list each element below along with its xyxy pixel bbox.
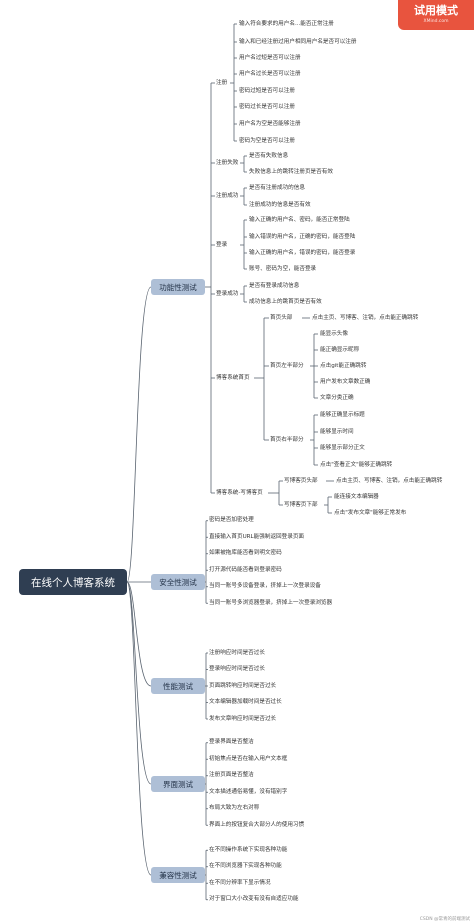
connector xyxy=(126,581,152,687)
category-1-item-2[interactable]: 如果被拖库能否看到明文密码 xyxy=(209,550,282,557)
category-1-item-0[interactable]: 密码是否加密处理 xyxy=(209,517,254,524)
homepage-sub-1[interactable]: 首页左半部分 xyxy=(270,362,304,369)
category-4[interactable]: 兼容性测试 xyxy=(151,867,205,883)
func-group-6[interactable]: 博客系统-写博客页 xyxy=(216,489,263,496)
homepage-sub-2-item-1[interactable]: 能够显示时间 xyxy=(320,428,354,435)
category-3-item-0[interactable]: 登录界面是否整洁 xyxy=(209,739,254,746)
category-3-item-3[interactable]: 文本描述通俗易懂，没有错别字 xyxy=(209,788,288,795)
func-group-1[interactable]: 注册失败 xyxy=(216,159,239,166)
category-1[interactable]: 安全性测试 xyxy=(151,574,205,590)
homepage-sub-2-item-3[interactable]: 点击"查看正文"能够正确跳转 xyxy=(320,461,393,468)
category-3-item-1[interactable]: 初始焦点是否在输入用户文本框 xyxy=(209,755,288,762)
connector xyxy=(126,286,152,583)
trial-badge-sub: XMind.com xyxy=(423,19,449,24)
func-group-3-item-3[interactable]: 账号、密码为空，能否登录 xyxy=(249,265,317,272)
category-2-item-3[interactable]: 文本编辑器加载时间是否过长 xyxy=(209,699,282,705)
func-group-0-item-3[interactable]: 用户名过长是否可以注册 xyxy=(239,70,301,77)
func-group-0[interactable]: 注册 xyxy=(216,79,228,86)
func-group-0-item-6[interactable]: 用户名为空是否能够注册 xyxy=(239,120,301,127)
connector xyxy=(126,581,152,876)
func-group-0-item-4[interactable]: 密码过短是否可以注册 xyxy=(239,87,295,94)
func-group-4-item-0[interactable]: 是否有登录成功信息 xyxy=(249,282,300,289)
writeblog-sub-0[interactable]: 写博客页头部 xyxy=(284,477,318,484)
category-1-item-4[interactable]: 当同一账号多设备登录，挤掉上一次登录设备 xyxy=(209,583,321,590)
category-4-item-2[interactable]: 在不同分辨率下显示情况 xyxy=(209,879,271,886)
func-group-0-item-1[interactable]: 输入和已经注册过用户相同用户名是否可以注册 xyxy=(239,38,357,45)
homepage-sub-2-item-2[interactable]: 能够显示部分正文 xyxy=(320,444,365,451)
homepage-sub-1-item-2[interactable]: 点击git能正确跳转 xyxy=(320,362,367,369)
category-1-item-3[interactable]: 打开源代码能否看到登录密码 xyxy=(209,566,282,573)
writeblog-sub-0-item-0[interactable]: 点击主页、写博客、注销，点击能正确跳转 xyxy=(336,477,443,484)
category-2-item-4[interactable]: 发布文章响应时间是否过长 xyxy=(209,715,277,722)
watermark-footer: CSDN @常青的前端测试 xyxy=(419,917,470,922)
trial-badge-title: 试用模式 xyxy=(414,4,458,17)
category-2-item-0[interactable]: 注册响应时间是否过长 xyxy=(209,649,265,656)
func-group-4[interactable]: 登录成功 xyxy=(216,290,239,297)
writeblog-sub-1-item-1[interactable]: 点击"发布文章"能够正常发布 xyxy=(334,509,407,516)
category-4-item-0[interactable]: 在不同操作系统下实现各种功能 xyxy=(209,846,288,853)
category-2-item-1[interactable]: 登录响应时间是否过长 xyxy=(209,666,265,672)
homepage-sub-2-item-0[interactable]: 能够正确显示标题 xyxy=(320,411,365,418)
writeblog-sub-1-item-0[interactable]: 能连接文本编辑器 xyxy=(334,493,379,500)
root-topic[interactable]: 在线个人博客系统 xyxy=(19,569,127,595)
category-0[interactable]: 功能性测试 xyxy=(151,279,205,295)
category-3-item-2[interactable]: 注册页面是否整洁 xyxy=(209,772,254,779)
func-group-3[interactable]: 登录 xyxy=(216,241,228,248)
func-group-0-item-7[interactable]: 密码为空是否可以注册 xyxy=(239,137,295,144)
homepage-sub-1-item-1[interactable]: 能正确显示昵称 xyxy=(320,346,360,353)
homepage-sub-2[interactable]: 首页右半部分 xyxy=(270,436,304,443)
category-4-item-3[interactable]: 对于窗口大小改变有没有自适应功能 xyxy=(209,896,299,903)
category-1-item-1[interactable]: 直接输入首页URL能强制返回登录页面 xyxy=(209,533,305,540)
func-group-0-item-2[interactable]: 用户名过短是否可以注册 xyxy=(239,54,301,61)
trial-mode-badge[interactable]: 试用模式 XMind.com xyxy=(398,0,474,30)
homepage-sub-0-item-0[interactable]: 点击主页、写博客、注销，点击能正确跳转 xyxy=(312,314,419,321)
homepage-sub-1-item-4[interactable]: 文章分类正确 xyxy=(320,394,354,401)
writeblog-sub-1[interactable]: 写博客页下部 xyxy=(284,501,318,508)
func-group-2-item-1[interactable]: 注册成功的信息是否有效 xyxy=(249,201,311,208)
connector xyxy=(126,581,152,785)
func-group-1-item-1[interactable]: 失败信息上的跳转注册页是否有效 xyxy=(249,168,333,175)
category-3-item-5[interactable]: 界面上的按钮复合大部分人的使用习惯 xyxy=(209,821,305,828)
homepage-sub-1-item-3[interactable]: 用户发布文章数正确 xyxy=(320,378,371,385)
func-group-0-item-0[interactable]: 输入符合要求的用户名...能否正常注册 xyxy=(239,20,334,27)
category-3-item-4[interactable]: 布局大致为左右对称 xyxy=(209,805,260,812)
homepage-sub-0[interactable]: 首页头部 xyxy=(270,314,293,321)
category-2-item-2[interactable]: 页面跳转响应时间是否过长 xyxy=(209,682,277,689)
func-group-1-item-0[interactable]: 是否有失败信息 xyxy=(249,152,289,159)
func-group-3-item-0[interactable]: 输入正确的用户名、密码，能否正常登陆 xyxy=(249,216,350,223)
category-4-item-1[interactable]: 在不同浏览器下实现各种功能 xyxy=(209,863,282,870)
func-group-2-item-0[interactable]: 是否有注册成功的信息 xyxy=(249,184,305,191)
func-group-4-item-1[interactable]: 成功信息上的跳首页是否有效 xyxy=(249,298,322,305)
homepage-sub-1-item-0[interactable]: 能显示头像 xyxy=(320,330,348,337)
category-2[interactable]: 性能测试 xyxy=(151,678,205,694)
func-group-5[interactable]: 博客系统首页 xyxy=(216,374,250,381)
func-group-2[interactable]: 注册成功 xyxy=(216,192,239,199)
func-group-3-item-2[interactable]: 输入正确的用户名，错误的密码，能否登录 xyxy=(249,249,356,256)
func-group-3-item-1[interactable]: 输入错误的用户名，正确的密码，能否登陆 xyxy=(249,233,356,240)
category-1-item-5[interactable]: 当同一账号多浏览器登录，挤掉上一次登录浏览器 xyxy=(209,599,333,606)
func-group-0-item-5[interactable]: 密码过长是否可以注册 xyxy=(239,103,295,110)
category-3[interactable]: 界面测试 xyxy=(151,776,205,792)
